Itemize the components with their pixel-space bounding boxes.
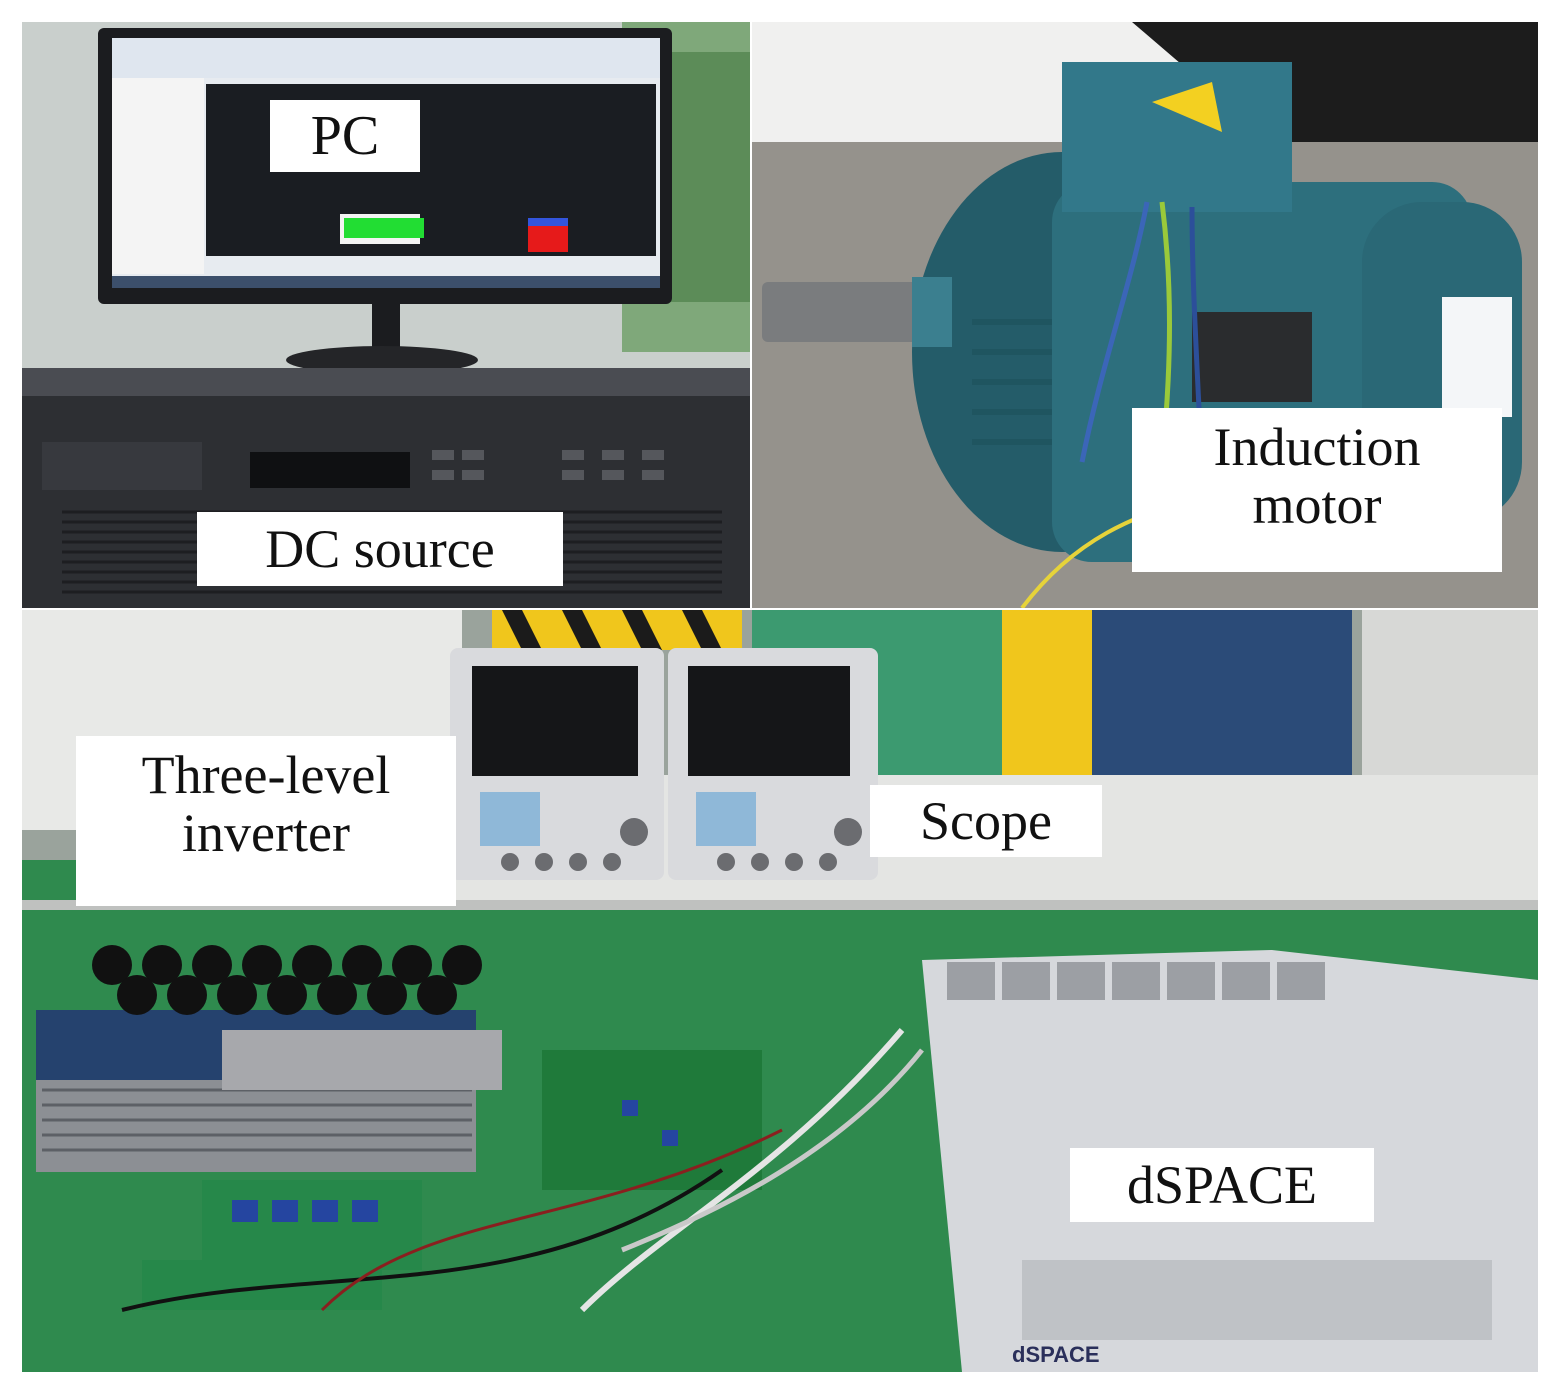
label-three-level-inverter-line2: inverter: [182, 803, 350, 864]
photo-test-bench-image: dSPACE: [22, 610, 1538, 1372]
label-scope: Scope: [870, 785, 1102, 857]
dspace-logo-text: dSPACE: [1012, 1342, 1100, 1367]
label-induction-motor-line1: Induction: [1213, 417, 1421, 477]
label-induction-motor: Induction motor: [1132, 408, 1502, 572]
label-induction-motor-line2: motor: [1252, 475, 1382, 536]
photo-test-bench: dSPACE: [22, 610, 1538, 1372]
label-three-level-inverter-line1: Three-level: [141, 745, 391, 805]
label-dc-source: DC source: [197, 512, 563, 586]
label-pc: PC: [270, 100, 420, 172]
label-three-level-inverter: Three-level inverter: [76, 736, 456, 906]
label-dspace: dSPACE: [1070, 1148, 1374, 1222]
